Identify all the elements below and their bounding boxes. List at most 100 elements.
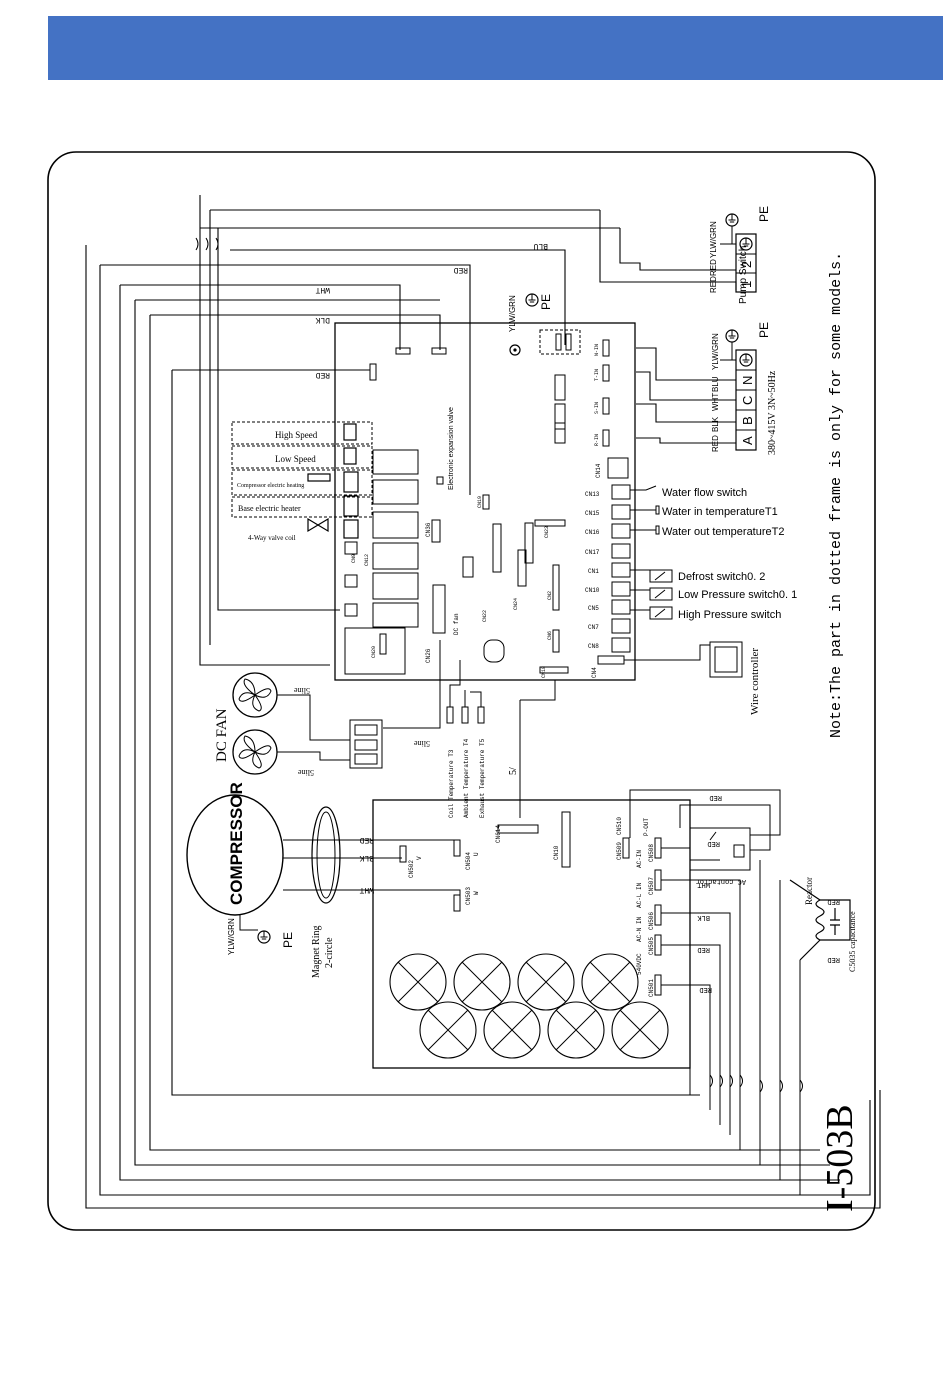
board-pe-label: PE	[539, 294, 553, 310]
cn24-label: CN24	[513, 598, 519, 610]
load-four-way: 4-Way valve coil	[248, 534, 296, 542]
drive-cn509: CN509	[616, 842, 623, 860]
ps-wire-blk: BLK	[711, 416, 720, 432]
compressor-wire-wht: WHT	[359, 885, 374, 894]
temp-sensor-t4: Ambient Temperature T4	[463, 738, 470, 818]
water-out-temp-label: Water out temperatureT2	[662, 526, 784, 538]
drive-wire-red-top: RED	[709, 793, 722, 801]
ps-pe: PE	[757, 322, 771, 338]
load-low-speed: Low Speed	[275, 454, 316, 464]
wire-crossings	[195, 237, 219, 251]
pump-switch: 1 2 Pump Switch RED RED YLW/GRN PE	[709, 206, 771, 304]
compressor-cn504: CN504	[465, 852, 472, 870]
board-pe: YLW/GRN PE	[508, 293, 581, 356]
temp-sensor-t5: Exhaust Temperature T5	[479, 738, 486, 818]
defrost-switch-label: Defrost switch0. 2	[678, 571, 765, 583]
sensor-cn8: CN8	[588, 643, 599, 650]
drive-ac-l-in: AC-L IN	[636, 882, 643, 908]
conn-t-in: T-IN	[594, 369, 600, 381]
dc-fan: DC FAN 5line 5line 5line	[214, 640, 441, 777]
cn4-label: CN4	[591, 667, 598, 678]
main-control-board	[334, 322, 636, 681]
cn22-label: CN22	[482, 610, 488, 622]
cn12-label: CN12	[364, 554, 370, 566]
fan-line-2: 5line	[298, 768, 314, 777]
cn19-label: CN19	[477, 496, 483, 508]
drive-cn614: CN614	[495, 825, 502, 843]
ac-input-connectors	[369, 339, 610, 447]
drive-cn10: CN10	[553, 845, 560, 860]
sensor-cn17: CN17	[585, 549, 600, 556]
compressor-label: COMPRESSOR	[227, 782, 246, 905]
magnet-ring-circle: 2-circle	[324, 937, 335, 968]
ac-contactor-label: AC contactor	[696, 877, 746, 885]
top-wire-blk: DLK	[315, 315, 330, 324]
signal-line-label: 5/	[508, 767, 519, 775]
capacitor-crosses	[397, 961, 661, 1051]
drive-cn501: CN501	[648, 979, 655, 997]
cn20-label: CN20	[371, 646, 377, 658]
model-number: I-503B	[819, 1104, 861, 1212]
compressor-wire-blk: BLK	[359, 853, 374, 862]
high-pressure-label: High Pressure switch	[678, 609, 781, 621]
cn14-label: CN14	[595, 463, 602, 478]
sensor-cn7: CN7	[588, 624, 599, 631]
pump-terminal-1: 1	[739, 281, 754, 288]
cn26-label: CN26	[425, 648, 432, 663]
compressor-pe: PE	[281, 932, 295, 948]
pump-wire-red-1: RED	[709, 276, 718, 293]
dc-fan-conn-label: DC fan	[453, 613, 460, 635]
low-pressure-label: Low Pressure switch0. 1	[678, 589, 797, 601]
power-supply-terminal: N C B A 380~415V 3N~50Hz BLU WHT BLK RED…	[711, 322, 778, 455]
drive-wire-red-3: RED	[697, 945, 710, 953]
reactor-label: Reactor	[804, 877, 814, 905]
drive-cn510: CN510	[616, 817, 623, 835]
sensor-connectors	[597, 484, 631, 665]
sensor-cn13: CN13	[585, 491, 600, 498]
top-wire-red-2: RED	[315, 370, 330, 379]
drive-wire-wht: WHT	[697, 880, 710, 888]
drive-wire-blk: BLK	[697, 913, 710, 921]
drive-wire-red-2: RED	[707, 839, 720, 847]
compressor-wire-pe: YLW/GRN	[227, 918, 236, 955]
compressor-u: U	[473, 852, 480, 856]
drive-ac-n-in: AC-N IN	[636, 916, 643, 942]
drive-wire-red-5: RED	[827, 897, 840, 905]
expansion-valve-label: Electronic expansion valve	[448, 407, 455, 490]
ps-wire-blu: BLU	[711, 376, 720, 392]
dc-fan-label: DC FAN	[214, 708, 230, 762]
sensor-cn16: CN16	[585, 529, 600, 536]
capacitor-array	[389, 953, 669, 1059]
cn9-label: CN9	[351, 554, 357, 563]
board-small-connectors	[462, 494, 569, 674]
load-chassis-heater: Compressor electric heating	[237, 483, 304, 489]
water-in-temp-label: Water in temperatureT1	[662, 506, 778, 518]
drive-board	[372, 799, 691, 1069]
pump-switch-label: Pump Switch	[738, 246, 749, 304]
water-flow-switch-label: Water flow switch	[662, 487, 747, 499]
outer-frame	[47, 151, 876, 1231]
top-wire-wht: WHT	[315, 285, 330, 294]
sensor-symbols	[624, 485, 743, 678]
top-wire-blu: BLU	[533, 241, 548, 250]
drive-connectors	[399, 811, 662, 996]
cn18-label: CN18	[541, 666, 547, 678]
relay-blocks	[344, 449, 419, 675]
wire-controller-label: Wire controller	[749, 648, 761, 715]
drive-wires	[661, 860, 803, 1195]
header-bar	[48, 16, 943, 80]
optional-loads-frame	[231, 421, 373, 518]
reactor-cap-label: C5035 capacitance	[848, 911, 857, 972]
compressor-v: V	[416, 856, 423, 860]
drive-wire-red-6: RED	[827, 955, 840, 963]
terminal-n: N	[740, 376, 755, 385]
cn36-label: CN36	[425, 522, 432, 537]
temp-sensors	[446, 660, 485, 724]
expansion-valve: Electronic expansion valve	[436, 407, 455, 490]
drive-cn507: CN507	[648, 877, 655, 895]
compressor-cn502: CN502	[408, 860, 415, 878]
drive-cn506: CN506	[648, 912, 655, 930]
ps-wire-red: RED	[711, 435, 720, 452]
power-supply-label: 380~415V 3N~50Hz	[767, 370, 778, 455]
